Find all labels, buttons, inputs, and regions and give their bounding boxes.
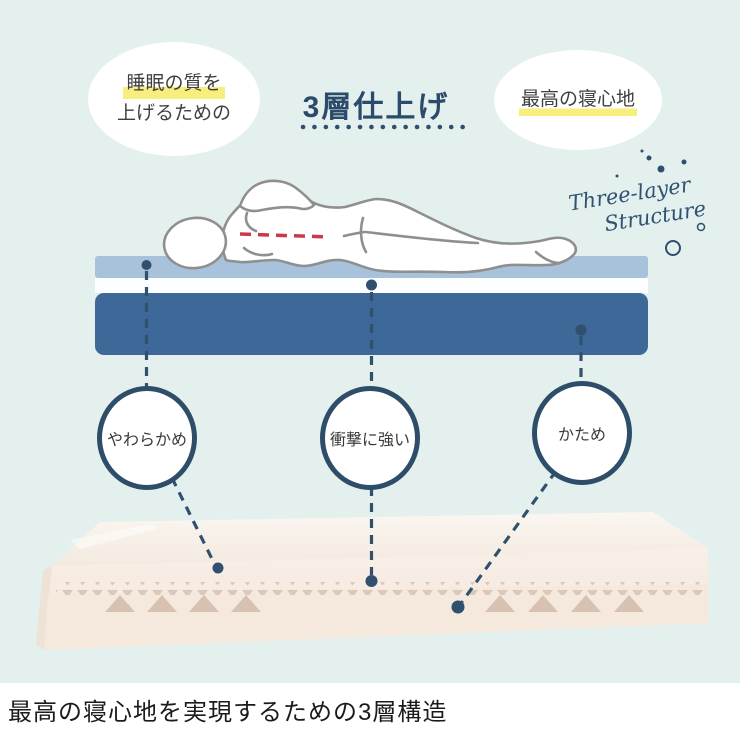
person-head	[162, 216, 228, 270]
right-bubble-text: 最高の寝心地	[518, 84, 637, 116]
label-circle-shock: 衝撃に強い	[320, 386, 420, 490]
person-arm	[238, 179, 316, 213]
person-illustration	[162, 179, 578, 274]
right-speech-bubble: 最高の寝心地	[494, 50, 662, 150]
mattress-wrap-highlight	[70, 524, 160, 549]
soft-label: やわらかめ	[106, 432, 187, 449]
connector-lines	[144, 271, 583, 603]
left-bubble-line2: 上げるための	[116, 103, 231, 124]
firm-label: かため	[557, 427, 606, 444]
shock-label: 衝撃に強い	[329, 432, 410, 449]
connector-dots	[141, 260, 587, 614]
mattress-small-triangle-row	[56, 582, 706, 595]
mattress-left-side	[36, 566, 52, 650]
footer-bar: 最高の寝心地を実現するための3層構造	[0, 683, 740, 740]
mattress-photo	[36, 512, 708, 650]
spine-alignment-line	[239, 232, 331, 239]
footer-caption: 最高の寝心地を実現するための3層構造	[8, 699, 448, 726]
person-detail-lines	[242, 211, 562, 265]
left-bubble-line1: 睡眠の質を	[123, 69, 225, 99]
page-title: 3層仕上げ	[302, 91, 450, 124]
mattress-large-triangles	[105, 595, 644, 612]
sparkle-dots	[615, 149, 706, 256]
label-circle-firm: かため	[532, 381, 632, 485]
left-speech-bubble: 睡眠の質を 上げるための	[88, 42, 260, 156]
label-circle-soft: やわらかめ	[97, 386, 197, 490]
